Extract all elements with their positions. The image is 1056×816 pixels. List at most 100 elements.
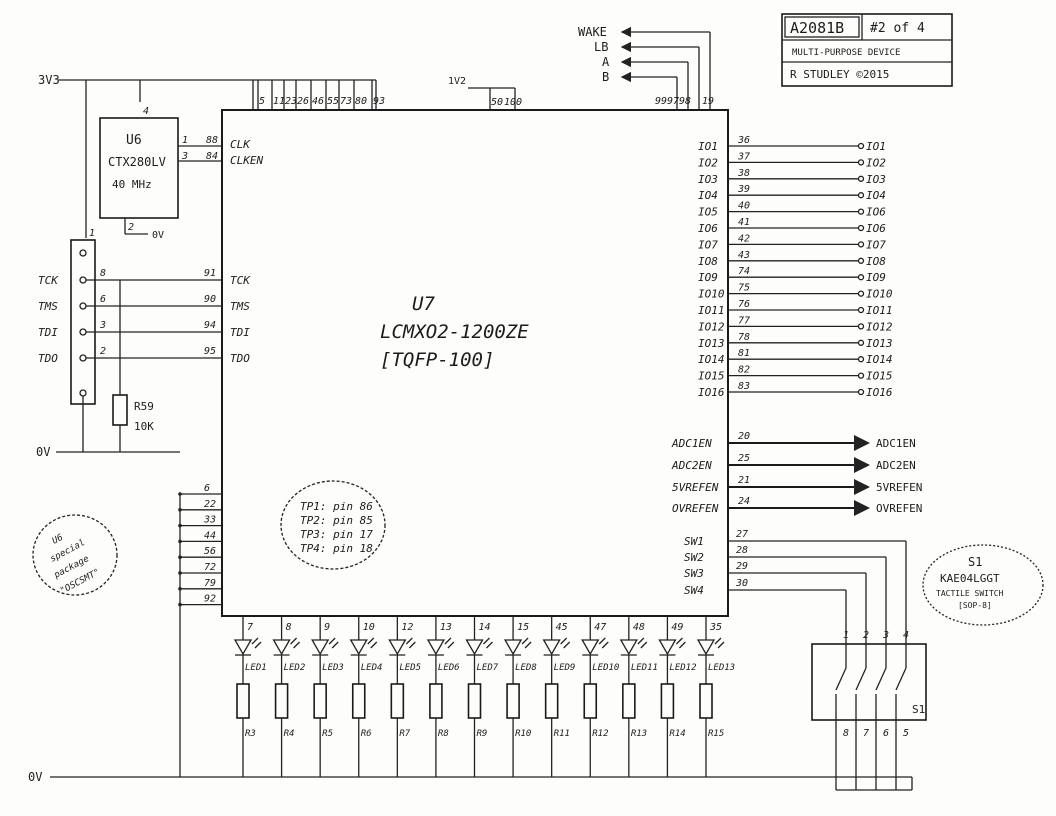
u7-sig-io3: IO3 — [698, 173, 718, 186]
jtag-label-tck: TCK — [38, 274, 59, 287]
u7-pin-37: 37 — [737, 151, 750, 162]
u7-pin-39: 39 — [737, 184, 750, 195]
output-label-lb: LB — [594, 40, 608, 54]
r59-ref: R59 — [134, 400, 154, 413]
test-point-4: TP4: pin 18 — [300, 542, 373, 555]
u7-sig-io7: IO7 — [698, 238, 718, 251]
jtag-header-pin-6: 6 — [100, 294, 106, 305]
io-net-6: IO7 — [866, 238, 886, 251]
led-diode-12 — [658, 639, 677, 656]
jtag-label-tms: TMS — [38, 300, 58, 313]
u7-sig-io12: IO12 — [698, 320, 725, 333]
u7-pin-38: 38 — [737, 168, 750, 179]
s1-pin-2: 2 — [863, 630, 869, 641]
resistor-r12 — [583, 683, 598, 719]
led-label-led7: LED7 — [477, 663, 499, 673]
ground-pin-44: 44 — [204, 530, 216, 541]
u7-pin-98: 98 — [679, 96, 691, 107]
ground-pin-22: 22 — [204, 499, 216, 510]
led-diode-11 — [619, 639, 638, 656]
u7-sig-tdo: TDO — [230, 352, 250, 365]
u6-package-note: U6 special package "OSCSMT" — [32, 514, 118, 597]
led-label-led9: LED9 — [554, 663, 576, 673]
resistor-label-r12: R12 — [592, 729, 608, 739]
resistor-label-r5: R5 — [322, 729, 333, 739]
io-net-12: IO13 — [866, 337, 893, 350]
resistor-label-r11: R11 — [554, 729, 570, 739]
led-diode-1 — [233, 639, 253, 656]
enable-net-5vrefen: 5VREFEN — [876, 481, 922, 494]
u7-pin-25: 25 — [738, 453, 750, 464]
u7-sig-io9: IO9 — [698, 271, 718, 284]
u7-sig-io2: IO2 — [698, 156, 718, 169]
pin-number-1v2-a: 50 — [491, 97, 503, 108]
u7-pin-81: 81 — [738, 348, 750, 359]
ground-pin-72: 72 — [204, 562, 216, 573]
led-label-led1: LED1 — [245, 663, 267, 673]
jtag-header-pin-2: 2 — [100, 346, 106, 357]
u6-pin-gnd: 2 — [128, 222, 134, 233]
output-label-wake: WAKE — [578, 25, 607, 39]
ground-label-top: 0V — [36, 445, 50, 459]
u7-sig-sw3: SW3 — [684, 567, 704, 580]
led-diode-9 — [542, 639, 561, 656]
io-net-3: IO4 — [866, 189, 886, 202]
u7-sig-tck: TCK — [230, 274, 251, 287]
io-net-11: IO12 — [866, 320, 893, 333]
resistor-label-r14: R14 — [669, 729, 685, 739]
u7-pin-82: 82 — [738, 365, 750, 376]
u6-pin-vdd: 4 — [143, 106, 149, 117]
u7-sig-io1: IO1 — [698, 140, 718, 153]
ground-pin-92: 92 — [204, 594, 216, 605]
supply-label-1v2: 1V2 — [448, 76, 466, 87]
oscillator-u6: 4 U6 CTX280LV 40 MHz 1 3 88 84 2 0V — [99, 106, 222, 241]
resistor-r5 — [313, 683, 327, 719]
u7-pin-83: 83 — [738, 381, 750, 392]
u7-sig-5vrefen: 5VREFEN — [672, 481, 719, 494]
fpga-u7: CLK CLKEN U7 LCMXO2-1200ZE [TQFP-100] — [221, 109, 729, 617]
led-pin-13: 13 — [440, 622, 452, 633]
u7-sig-io6: IO6 — [698, 222, 718, 235]
power-pin-5: 5 — [259, 96, 265, 107]
resistor-label-r4: R4 — [284, 729, 295, 739]
led-pin-10: 10 — [363, 622, 375, 633]
io-net-9: IO10 — [866, 288, 893, 301]
u7-pin-76: 76 — [738, 299, 750, 310]
u7-pin-90: 90 — [204, 294, 216, 305]
led-pin-7: 7 — [247, 622, 253, 633]
u7-package: [TQFP-100] — [380, 349, 494, 371]
u7-sig-sw2: SW2 — [684, 551, 704, 564]
test-point-2: TP2: pin 85 — [300, 514, 373, 527]
jtag-label-tdo: TDO — [38, 352, 58, 365]
resistor-r14 — [660, 683, 675, 719]
output-label-a: A — [602, 55, 610, 69]
led-label-led13: LED13 — [708, 663, 735, 673]
u7-pin-19: 19 — [702, 96, 714, 107]
u7-pin-84: 84 — [206, 151, 218, 162]
drawing-number: A2081B — [790, 19, 844, 37]
resistor-r6 — [351, 683, 366, 719]
enable-net-ovrefen: OVREFEN — [876, 502, 922, 515]
io-net-4: IO6 — [866, 206, 886, 219]
ground-pin-79: 79 — [204, 578, 216, 589]
u7-pin-43: 43 — [738, 250, 750, 261]
u6-pin-out: 1 — [182, 135, 188, 146]
enable-outputs: ADC1EN20ADC1ENADC2EN25ADC2EN5VREFEN215VR… — [671, 431, 922, 516]
resistor-label-r15: R15 — [708, 729, 724, 739]
u7-sig-io11: IO11 — [698, 304, 725, 317]
u7-sig-sw4: SW4 — [684, 584, 704, 597]
led-pin-35: 35 — [709, 622, 722, 633]
resistor-label-r3: R3 — [245, 729, 256, 739]
led-diode-2 — [272, 639, 291, 656]
u7-pin-77: 77 — [738, 315, 750, 326]
io-net-0: IO1 — [866, 140, 886, 153]
led-pin-9: 9 — [324, 622, 330, 633]
power-pin-46: 46 — [312, 96, 324, 107]
resistor-r13 — [622, 683, 636, 719]
led-label-led10: LED10 — [592, 663, 619, 673]
led-pin-48: 48 — [633, 622, 645, 633]
